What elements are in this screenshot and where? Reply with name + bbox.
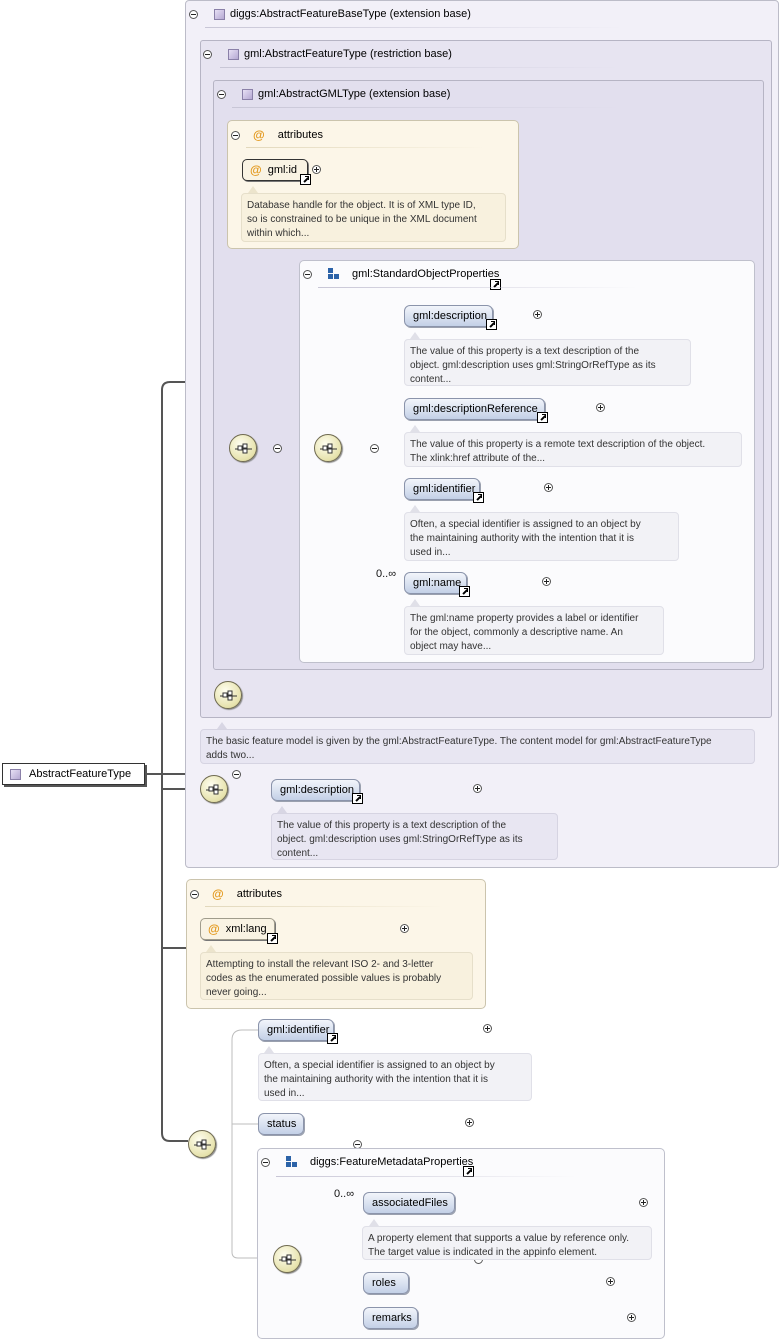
xml-lang-label: xml:lang [225, 923, 267, 935]
status-element[interactable]: status [258, 1113, 304, 1135]
associated-files-element[interactable]: associatedFiles [363, 1192, 455, 1214]
gml-description-element[interactable]: gml:description [404, 305, 493, 327]
sequence-compositor[interactable] [229, 434, 257, 462]
bottom-identifier-element[interactable]: gml:identifier [258, 1019, 334, 1041]
sequence-compositor[interactable] [214, 681, 242, 709]
expand-icon[interactable] [312, 165, 321, 174]
attribute-icon: @ [250, 163, 262, 177]
link-arrow-icon[interactable] [486, 319, 497, 330]
xml-lang-desc: Attempting to install the relevant ISO 2… [200, 952, 473, 1000]
collapse-icon[interactable] [303, 269, 312, 279]
attribute-icon: @ [253, 128, 265, 142]
link-arrow-icon[interactable] [490, 279, 501, 290]
attributes-title: attributes [236, 888, 282, 900]
group-icon [286, 1156, 298, 1168]
sequence-compositor[interactable] [200, 775, 228, 803]
link-arrow-icon[interactable] [473, 492, 484, 503]
link-arrow-icon[interactable] [300, 174, 311, 185]
expand-icon[interactable] [606, 1277, 615, 1286]
complex-type-icon [214, 8, 225, 20]
group-icon [328, 268, 340, 280]
diggs-base-label: diggs:AbstractFeatureBaseType (extension… [230, 8, 471, 20]
collapse-icon[interactable] [189, 9, 198, 19]
collapse-icon[interactable] [370, 444, 380, 453]
diggs-base-header: diggs:AbstractFeatureBaseType (extension… [189, 8, 471, 20]
complex-type-icon [242, 88, 253, 100]
gml-description-desc: The value of this property is a text des… [404, 339, 691, 386]
expand-icon[interactable] [472, 784, 482, 793]
expand-icon[interactable] [533, 310, 543, 319]
attributes-inner-header: @ attributes [231, 128, 323, 142]
attributes-outer-header: @ attributes [190, 887, 282, 901]
associated-files-cardinality: 0..∞ [334, 1188, 355, 1200]
remarks-element[interactable]: remarks [363, 1307, 418, 1329]
gml-id-attribute[interactable]: @ gml:id [242, 159, 308, 181]
gml-feature-header: gml:AbstractFeatureType (restriction bas… [203, 48, 452, 60]
expand-icon[interactable] [627, 1313, 637, 1322]
sequence-compositor[interactable] [188, 1130, 216, 1158]
collapse-icon[interactable] [232, 770, 242, 779]
gml-gml-header: gml:AbstractGMLType (extension base) [217, 88, 450, 100]
root-element[interactable]: AbstractFeatureType [2, 763, 145, 785]
gml-name-desc: The gml:name property provides a label o… [404, 606, 664, 655]
gml-id-label: gml:id [267, 164, 298, 176]
xml-lang-attribute[interactable]: @ xml:lang [200, 918, 275, 940]
ext-description-desc: The value of this property is a text des… [271, 813, 558, 860]
gml-identifier-desc: Often, a special identifier is assigned … [404, 512, 679, 561]
feature-type-desc: The basic feature model is given by the … [200, 729, 755, 764]
expand-icon[interactable] [542, 577, 552, 586]
meta-props-label: diggs:FeatureMetadataProperties [310, 1156, 474, 1168]
attribute-icon: @ [212, 887, 224, 901]
collapse-icon[interactable] [231, 130, 240, 140]
std-props-label: gml:StandardObjectProperties [352, 268, 500, 280]
expand-icon[interactable] [638, 1198, 648, 1207]
expand-icon[interactable] [544, 483, 554, 492]
complex-type-icon [10, 768, 21, 780]
gml-name-element[interactable]: gml:name [404, 572, 467, 594]
ext-description-element[interactable]: gml:description [271, 779, 360, 801]
expand-icon[interactable] [399, 924, 409, 933]
sequence-compositor[interactable] [273, 1245, 301, 1273]
link-arrow-icon[interactable] [352, 793, 363, 804]
expand-icon[interactable] [464, 1118, 474, 1127]
gml-gml-label: gml:AbstractGMLType (extension base) [258, 88, 451, 100]
roles-element[interactable]: roles [363, 1272, 409, 1294]
gml-identifier-element[interactable]: gml:identifier [404, 478, 480, 500]
expand-icon[interactable] [596, 403, 606, 412]
link-arrow-icon[interactable] [267, 933, 278, 944]
root-label: AbstractFeatureType [29, 768, 132, 780]
gml-id-description: Database handle for the object. It is of… [241, 193, 506, 242]
link-arrow-icon[interactable] [537, 412, 548, 423]
collapse-icon[interactable] [273, 444, 283, 453]
collapse-icon[interactable] [203, 49, 212, 59]
sequence-compositor[interactable] [314, 434, 342, 462]
meta-props-header: diggs:FeatureMetadataProperties [261, 1156, 473, 1168]
link-arrow-icon[interactable] [459, 586, 470, 597]
collapse-icon[interactable] [190, 889, 199, 899]
gml-name-cardinality: 0..∞ [376, 568, 397, 580]
gml-feature-label: gml:AbstractFeatureType (restriction bas… [244, 48, 452, 60]
collapse-icon[interactable] [217, 89, 226, 99]
link-arrow-icon[interactable] [327, 1033, 338, 1044]
expand-icon[interactable] [482, 1024, 492, 1033]
collapse-icon[interactable] [261, 1157, 270, 1167]
std-props-header: gml:StandardObjectProperties [303, 268, 499, 280]
attribute-icon: @ [208, 922, 220, 936]
gml-description-reference-desc: The value of this property is a remote t… [404, 432, 742, 467]
complex-type-icon [228, 48, 239, 60]
associated-files-desc: A property element that supports a value… [362, 1226, 652, 1260]
gml-description-reference-element[interactable]: gml:descriptionReference [404, 398, 545, 420]
attributes-title: attributes [277, 129, 323, 141]
bottom-identifier-desc: Often, a special identifier is assigned … [258, 1053, 532, 1101]
